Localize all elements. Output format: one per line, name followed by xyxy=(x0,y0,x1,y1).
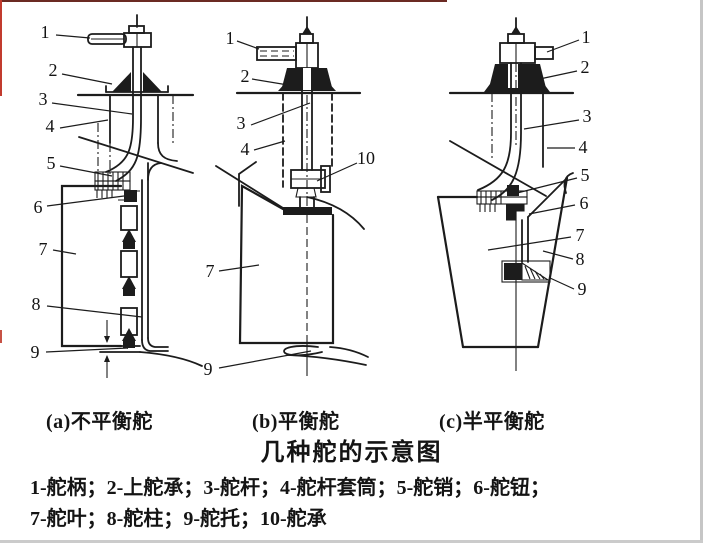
callout-b-1: 1 xyxy=(226,28,235,48)
callout-c-6: 6 xyxy=(580,193,589,213)
c-rudder-horn xyxy=(521,177,568,263)
c-tiller xyxy=(499,17,554,64)
callout-a-4: 4 xyxy=(46,116,55,136)
c-upper-bearing xyxy=(484,64,550,92)
callout-a-3: 3 xyxy=(39,89,48,109)
b-rudder-blade xyxy=(238,184,335,376)
scan-artifact-left-tick xyxy=(0,330,2,343)
callout-b-10: 10 xyxy=(357,148,375,168)
b-tiller xyxy=(256,16,319,69)
scan-artifact-left-line xyxy=(0,0,2,96)
a-upper-bearing xyxy=(105,72,169,93)
c-rudder-blade xyxy=(436,176,569,371)
callout-b-2: 2 xyxy=(241,66,250,86)
a-leader-lines xyxy=(45,34,143,353)
b-stock-sleeve xyxy=(282,92,333,188)
c-rudder-stock xyxy=(477,62,522,201)
diagram-c-semi-balanced-rudder: 1 2 3 4 5 6 7 8 9 xyxy=(436,17,592,371)
callout-c-8: 8 xyxy=(576,249,585,269)
callout-c-3: 3 xyxy=(583,106,592,126)
a-callouts: 1 2 3 4 5 6 7 8 9 xyxy=(31,22,58,362)
rudder-diagrams-svg: 1 2 3 4 5 6 7 8 9 xyxy=(31,14,592,379)
b-leader-lines xyxy=(218,40,358,369)
diagram-b-balanced-rudder: 1 2 3 4 10 7 9 xyxy=(204,16,376,379)
callout-a-6: 6 xyxy=(34,197,43,217)
c-pintle-coupling xyxy=(476,185,528,212)
a-heel xyxy=(99,320,203,378)
c-heel-bearing xyxy=(501,260,551,283)
diagram-a-unbalanced-rudder: 1 2 3 4 5 6 7 8 9 xyxy=(31,14,203,378)
callout-a-2: 2 xyxy=(49,60,58,80)
scan-artifact-top-line xyxy=(0,0,447,2)
callout-a-8: 8 xyxy=(32,294,41,314)
caption-a: (a)不平衡舵 xyxy=(46,411,153,433)
a-stock-sleeve xyxy=(97,94,174,176)
c-gudgeon xyxy=(506,204,525,221)
c-stock-sleeve xyxy=(491,92,544,168)
a-stern-post xyxy=(141,162,169,352)
callout-c-4: 4 xyxy=(579,137,588,157)
scan-artifact-bottom-band xyxy=(0,540,703,543)
b-heel xyxy=(283,345,369,366)
callout-c-5: 5 xyxy=(581,165,590,185)
callout-a-7: 7 xyxy=(39,239,48,259)
b-upper-bearing xyxy=(278,68,336,91)
callout-b-7: 7 xyxy=(206,261,215,281)
callout-c-2: 2 xyxy=(581,57,590,77)
callout-a-5: 5 xyxy=(47,153,56,173)
a-rudder-stock xyxy=(105,46,142,182)
b-callouts: 1 2 3 4 10 7 9 xyxy=(204,28,376,379)
a-rudder-blade xyxy=(60,184,138,348)
callout-b-4: 4 xyxy=(241,139,250,159)
a-tiller xyxy=(87,14,152,48)
figure-title: 几种舵的示意图 xyxy=(260,440,443,466)
a-gudgeon xyxy=(118,190,140,202)
a-hull-lines xyxy=(76,93,195,181)
callout-b-3: 3 xyxy=(237,113,246,133)
callout-c-9: 9 xyxy=(578,279,587,299)
b-lower-bearing xyxy=(290,165,331,208)
legend-line-1: 1-舵柄；2-上舵承；3-舵杆；4-舵杆套筒；5-舵销；6-舵钮； xyxy=(30,477,550,499)
callout-c-1: 1 xyxy=(582,27,591,47)
legend-line-2: 7-舵叶；8-舵柱；9-舵托；10-舵承 xyxy=(30,508,327,530)
c-callouts: 1 2 3 4 5 6 7 8 9 xyxy=(576,27,592,299)
callout-a-9: 9 xyxy=(31,342,40,362)
caption-b: (b)平衡舵 xyxy=(252,411,340,433)
callout-b-9: 9 xyxy=(204,359,213,379)
scan-artifact-right-band xyxy=(700,0,703,543)
callout-a-1: 1 xyxy=(41,22,50,42)
callout-c-7: 7 xyxy=(576,225,585,245)
caption-c: (c)半平衡舵 xyxy=(439,411,545,433)
